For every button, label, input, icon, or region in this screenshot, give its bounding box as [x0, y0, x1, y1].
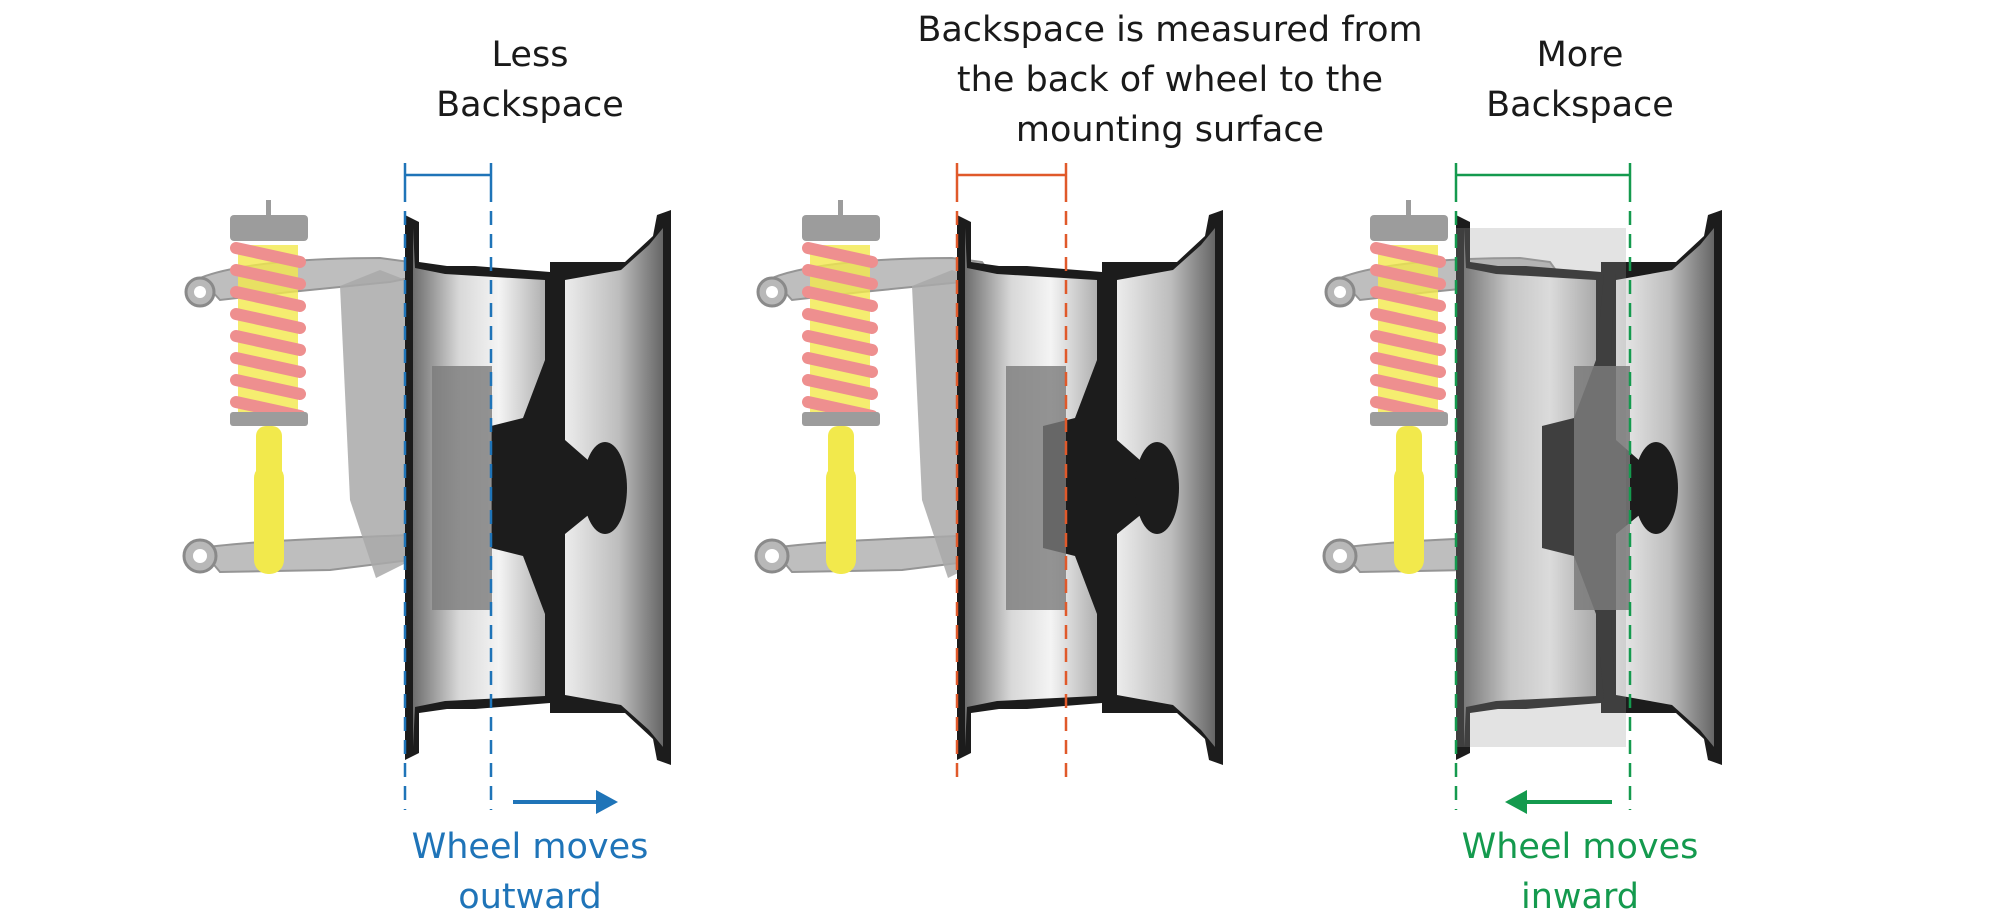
caption-wheel-outward: Wheel moves outward	[411, 827, 649, 917]
panel-title-more-backspace: More Backspace	[1486, 35, 1674, 125]
backspace-marker-center	[955, 163, 1068, 785]
arrow-right-icon	[513, 790, 618, 814]
backspace-marker-left	[403, 163, 493, 810]
caption-wheel-inward: Wheel moves inward	[1461, 827, 1699, 917]
panel-title-less-backspace: Less Backspace	[436, 35, 624, 125]
arrow-left-icon	[1505, 790, 1612, 814]
hub-mount-right	[1574, 366, 1630, 610]
panel-title-measurement: Backspace is measured from the back of w…	[917, 10, 1423, 150]
panel-less-backspace	[184, 163, 671, 814]
wheel-center	[957, 210, 1223, 765]
panel-measurement	[756, 163, 1223, 785]
backspace-marker-right	[1454, 163, 1632, 810]
panel-more-backspace	[1324, 163, 1722, 814]
